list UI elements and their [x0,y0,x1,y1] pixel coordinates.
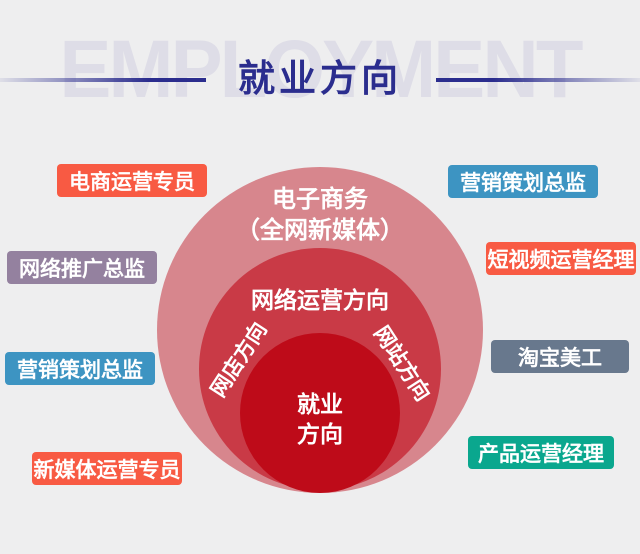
job-tag-marketing-planning-director-left: 营销策划总监 [5,352,155,385]
inner-circle-employment-direction [240,333,400,493]
title-divider-left [0,78,206,82]
job-tag-short-video-operations-manager: 短视频运营经理 [486,242,636,275]
page-title: 就业方向 [238,58,402,99]
outer-circle-label-line2: （全网新媒体） [236,217,404,244]
inner-circle-label-line1: 就业 [297,391,343,417]
job-tag-ecommerce-operations-specialist: 电商运营专员 [57,164,207,197]
job-tag-network-promotion-director: 网络推广总监 [7,251,157,284]
title-divider-right [436,78,640,82]
watermark-text: EMPLOYMENT [59,24,583,115]
outer-circle-label: 电子商务 （全网新媒体） [0,184,640,246]
job-tag-taobao-designer: 淘宝美工 [491,340,629,373]
inner-circle-label: 就业 方向 [0,389,640,449]
job-tag-new-media-operations-specialist: 新媒体运营专员 [32,452,182,485]
middle-circle-label: 网络运营方向 [251,287,389,313]
outer-circle-label-line1: 电子商务 [272,186,368,213]
job-tag-marketing-planning-director-right: 营销策划总监 [448,165,598,198]
job-tag-product-operations-manager: 产品运营经理 [468,436,614,469]
inner-circle-label-line2: 方向 [297,421,343,447]
